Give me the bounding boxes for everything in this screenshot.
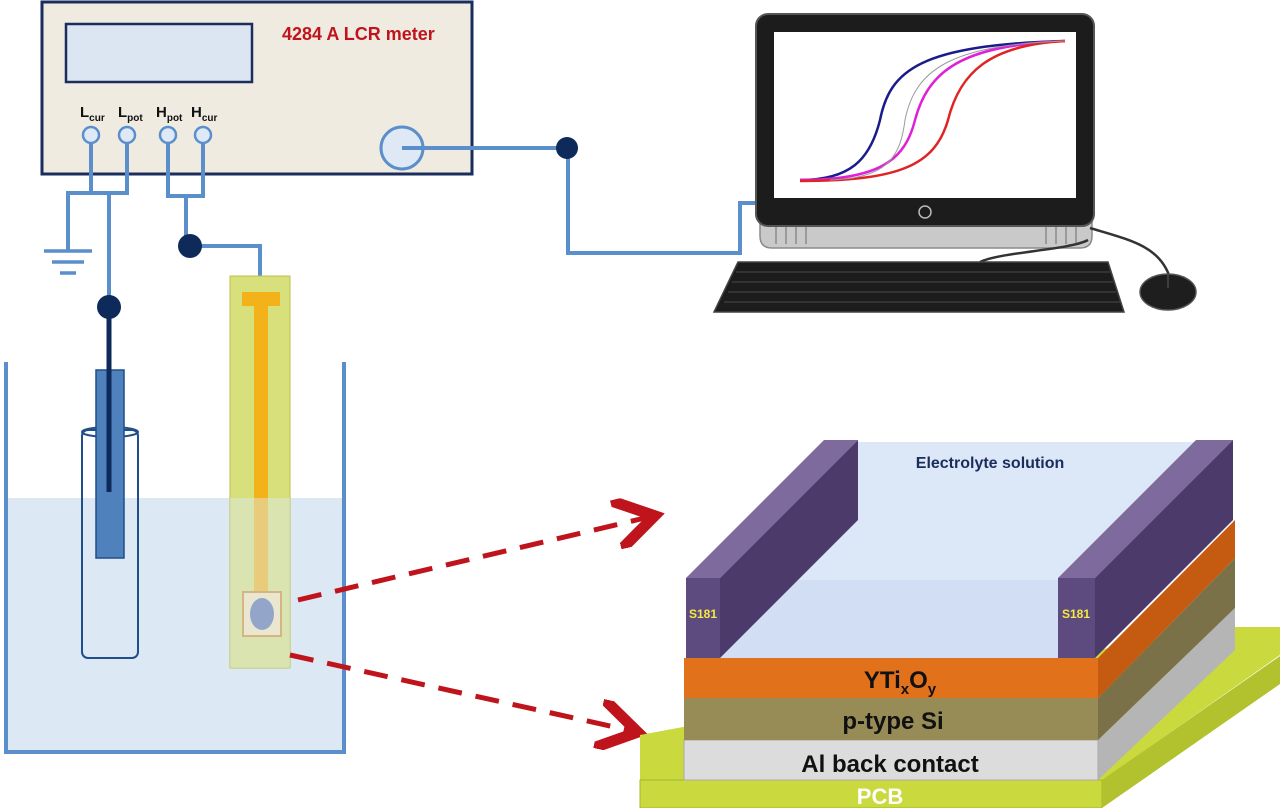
curve-2 <box>799 39 1066 182</box>
curve-1 <box>799 39 1066 182</box>
hp-logo-icon <box>918 205 932 219</box>
si-layer <box>684 698 1098 740</box>
electrolyte-bath <box>6 498 344 752</box>
terminal-hpot <box>158 125 178 145</box>
terminal-hcur <box>193 125 213 145</box>
si-label: p-type Si <box>842 708 943 735</box>
lcr-meter: 4284 A LCR meter Lcur Lpot Hpot Hcur <box>40 0 474 176</box>
monitor-screen <box>774 32 1076 198</box>
device-stack: PCB Al back contact p-type Si YTixOy Ele… <box>639 440 1280 808</box>
al-contact-layer <box>683 739 1099 781</box>
terminal-label-hcur: Hcur <box>191 104 218 124</box>
electrolyte-label: Electrolyte solution <box>916 455 1064 472</box>
spacer-left <box>686 578 720 658</box>
sensor-window <box>250 598 274 630</box>
terminal-label-hpot: Hpot <box>156 104 183 124</box>
wiring <box>66 143 765 334</box>
node-working-electrode <box>178 234 202 258</box>
spacer-left-label: S181 <box>689 607 717 621</box>
computer <box>712 13 1197 313</box>
oxide-layer <box>684 658 1098 698</box>
al-contact-label: Al back contact <box>801 751 978 778</box>
spacer-right <box>1058 578 1095 658</box>
keyboard <box>712 261 1126 313</box>
pcb-label: PCB <box>857 784 903 808</box>
terminal-labels: Lcur Lpot Hpot Hcur <box>80 104 218 124</box>
terminal-label-lpot: Lpot <box>118 104 143 124</box>
curve-3 <box>799 39 1066 183</box>
oxide-label: YTixOy <box>864 667 937 698</box>
mouse <box>1139 273 1197 311</box>
spacer-right-label: S181 <box>1062 607 1090 621</box>
terminal-label-lcur: Lcur <box>80 104 105 124</box>
zoom-arrows <box>289 518 645 730</box>
node-cable <box>556 137 578 159</box>
curve-grey <box>829 40 1066 181</box>
beaker-setup <box>4 275 346 754</box>
beaker <box>4 362 346 754</box>
ground-symbol <box>44 249 92 275</box>
meter-title: 4284 A LCR meter <box>282 24 435 44</box>
terminal-lpot <box>117 125 137 145</box>
terminal-lcur <box>81 125 101 145</box>
meter-display <box>64 22 254 84</box>
